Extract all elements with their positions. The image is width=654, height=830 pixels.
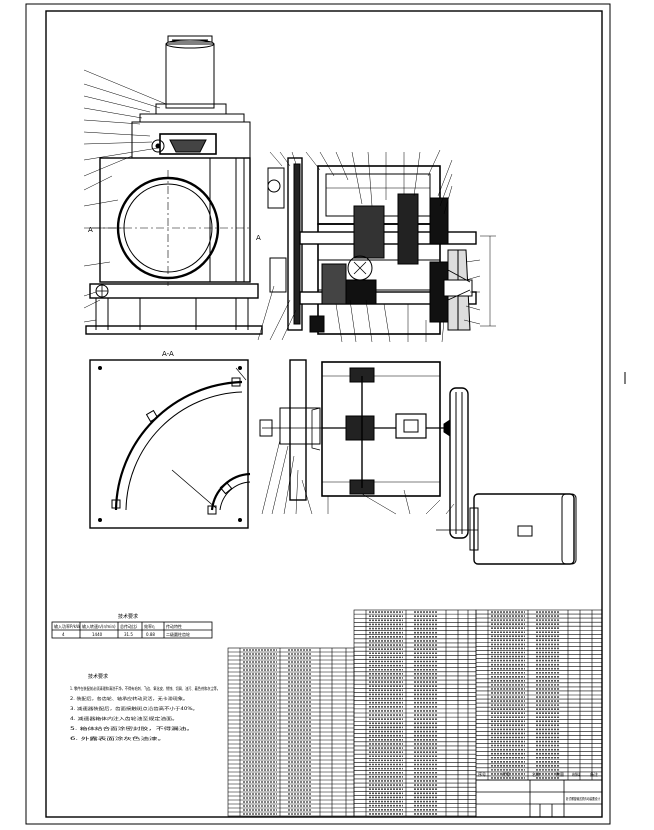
title-label-note: 备注 [590,771,598,777]
parts-list-middle [353,609,477,817]
spec-header-speed: 输入转速n/(r/min) [82,623,116,629]
title-label-qty: 数量 [556,771,564,777]
view-marker-group: A A [88,226,261,242]
parts-list-left [227,647,355,817]
parts-list-right [475,609,603,781]
spec-table-text: 输入功率P/kW 输入转速n/(r/min) 总传动比i 效率η 传动特性 4 … [54,623,190,637]
section-a-a-view [89,359,251,529]
outer-border [25,3,611,825]
title-label-no: 序号 [478,771,486,777]
title-block-labels: 序号 代号 名称 数量 材料 备注 卧式螺旋输送机传动装置设计 [478,771,600,801]
title-label-material: 材料 [572,771,580,777]
spec-header-ratio: 总传动比i [120,623,137,629]
title-label-code: 代号 [502,771,510,777]
spec-header-type: 传动特性 [166,623,182,629]
spec-table [51,621,213,639]
spec-value-power: 4 [62,632,65,637]
spec-value-efficiency: 0.88 [146,632,155,637]
top-plan-view [259,359,577,565]
title-project: 卧式螺旋输送机传动装置设计 [566,796,600,801]
view-marker-right: A [256,234,261,242]
title-block [475,779,603,818]
gearbox-section-view [257,149,496,343]
tech-line-3: 3. 减速器装配后，齿面接触斑点沿齿高不小于40%。 [70,705,198,712]
tech-title-2: 技术要求 [88,673,108,680]
spec-value-speed: 1440 [92,632,103,637]
section-label: A-A [162,350,174,358]
inner-border [45,10,603,818]
tech-line-1: 1. 零件在装配前必须清理和清洗干净，不得有毛刺、飞边、氧化皮、锈蚀、切屑、油污… [70,685,220,692]
tech-line-5: 5. 箱体结合面涂密封胶，不得漏油。 [70,725,194,732]
tech-requirements: 技术要求 技术要求 1. 零件在装配前必须清理和清洗干净，不得有毛刺、飞边、氧化… [70,613,220,742]
view-marker-left: A [88,226,93,234]
tech-line-4: 4. 减速器箱体内注入齿轮油至规定油面。 [70,715,178,722]
spec-value-ratio: 31.5 [124,632,133,637]
title-label-name: 名称 [532,771,540,777]
tech-line-6: 6. 外露表面涂灰色油漆。 [70,735,166,742]
spec-header-efficiency: 效率η [144,623,155,629]
tech-title: 技术要求 [118,613,138,620]
spec-header-power: 输入功率P/kW [54,623,80,629]
tech-line-2: 2. 装配后，各齿轮、轴承应转动灵活，无卡滞现象。 [70,695,188,702]
front-elevation-view [83,35,263,335]
spec-value-type: 二级圆柱齿轮 [166,631,190,637]
